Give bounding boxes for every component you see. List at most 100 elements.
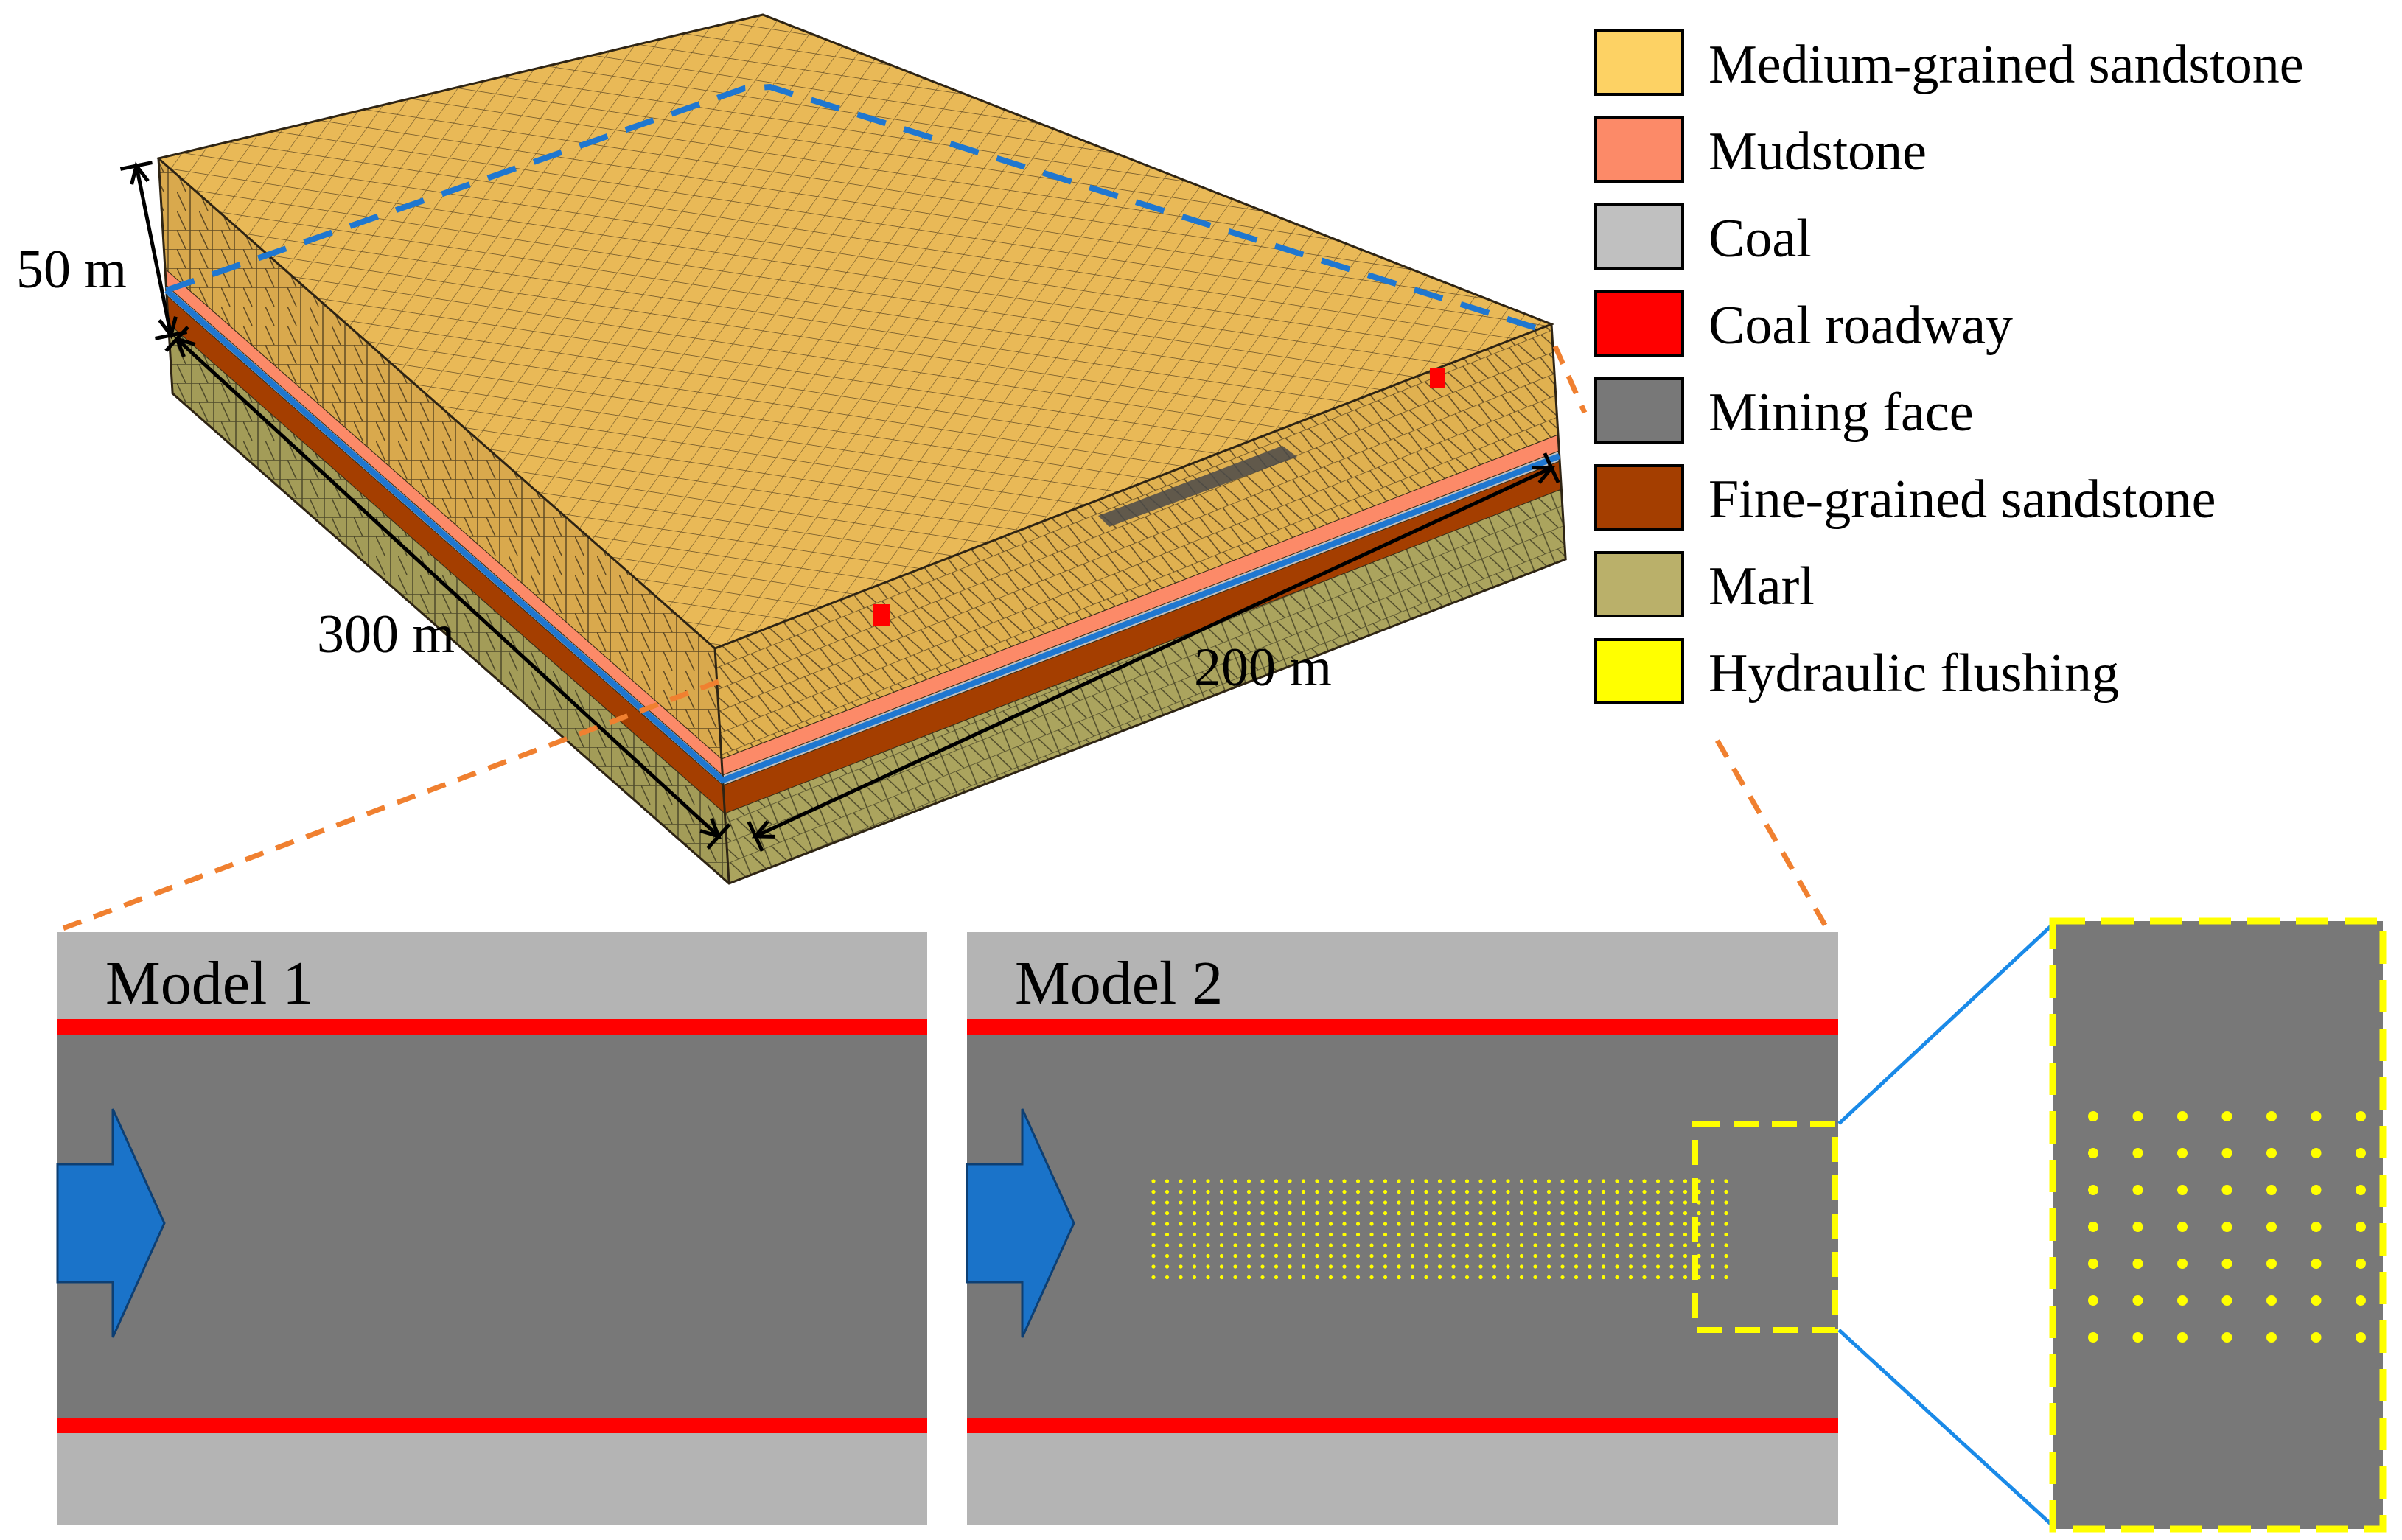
flushing-hole [1165,1200,1170,1205]
flushing-hole [1355,1179,1361,1183]
flushing-hole [1451,1275,1456,1280]
flushing-hole [1192,1275,1197,1280]
flushing-hole [1519,1179,1524,1183]
flushing-hole [1546,1243,1551,1247]
flushing-hole [1464,1253,1470,1259]
flushing-hole [1260,1275,1265,1280]
flushing-hole [1424,1200,1428,1205]
zoom-region-box [1692,1121,1838,1333]
flushing-hole [1274,1200,1279,1205]
flushing-hole [1601,1264,1606,1269]
flushing-hole [1260,1232,1265,1237]
flushing-hole [1615,1211,1619,1216]
flushing-hole [1628,1253,1633,1259]
flushing-hole [1288,1189,1292,1194]
flushing-hole [1724,1211,1728,1216]
flushing-hole [1492,1200,1497,1205]
flushing-hole [1642,1232,1647,1237]
flushing-hole [1410,1232,1415,1237]
flushing-hole [1355,1211,1361,1216]
flushing-hole [1233,1179,1237,1183]
flushing-hole [2311,1222,2322,1232]
flushing-hole [2356,1222,2366,1232]
flushing-hole [1219,1222,1224,1226]
flushing-hole [1179,1179,1183,1183]
flushing-hole [1151,1232,1156,1237]
flushing-hole [1260,1222,1265,1226]
flushing-hole [1192,1189,1197,1194]
legend-label-6: Marl [1708,556,1815,617]
flushing-hole [1710,1243,1715,1247]
flushing-hole [1165,1264,1170,1269]
flushing-hole [1192,1211,1197,1216]
flushing-hole [1424,1189,1428,1194]
flushing-hole [1574,1179,1579,1183]
flushing-hole [2221,1222,2232,1232]
flushing-hole [2088,1259,2098,1269]
flushing-hole [1574,1264,1579,1269]
flushing-hole [1642,1253,1647,1259]
flushing-hole [1369,1264,1374,1269]
flushing-hole [1151,1264,1156,1269]
flushing-hole [1206,1222,1210,1226]
flushing-hole [2266,1332,2277,1343]
flushing-hole [1464,1211,1470,1216]
flushing-hole [1615,1253,1619,1259]
flushing-hole [1642,1189,1647,1194]
flushing-hole [1683,1211,1688,1216]
flushing-hole [1464,1179,1470,1183]
flushing-hole [1192,1232,1197,1237]
flushing-hole [1179,1275,1183,1280]
flushing-hole [1233,1189,1237,1194]
flushing-hole [1179,1243,1183,1247]
flushing-hole [1179,1189,1183,1194]
flushing-hole [1369,1200,1374,1205]
flushing-hole [1192,1222,1197,1226]
flushing-hole [2356,1185,2366,1195]
flushing-hole [1260,1189,1265,1194]
flushing-hole [1533,1264,1537,1269]
flushing-hole [1628,1211,1633,1216]
flushing-hole [2266,1222,2277,1232]
flushing-hole [1546,1189,1551,1194]
legend-swatch-5 [1594,464,1684,531]
flushing-hole [1151,1189,1156,1194]
flushing-hole [1437,1211,1442,1216]
flushing-hole [1288,1253,1292,1259]
flushing-hole [1533,1232,1537,1237]
flushing-hole [1206,1232,1210,1237]
flushing-hole [1342,1179,1347,1183]
flushing-hole [1506,1264,1510,1269]
flushing-hole [1151,1243,1156,1247]
flushing-hole [1478,1200,1483,1205]
flushing-hole [1260,1264,1265,1269]
flushing-hole [1328,1275,1333,1280]
flushing-hole [1492,1222,1497,1226]
flushing-hole [1328,1264,1333,1269]
flushing-hole [1724,1275,1728,1280]
flushing-hole [1642,1275,1647,1280]
flushing-hole [1410,1264,1415,1269]
flushing-hole [1165,1275,1170,1280]
flushing-hole [1588,1264,1592,1269]
flushing-hole [1274,1179,1279,1183]
flushing-hole [1165,1222,1170,1226]
flushing-hole [1315,1243,1319,1247]
flushing-hole [1710,1200,1715,1205]
flushing-hole [1246,1275,1251,1280]
flushing-hole [1478,1179,1483,1183]
flushing-hole [1683,1253,1688,1259]
flushing-hole [1506,1275,1510,1280]
flushing-hole [1655,1275,1661,1280]
flushing-hole [1628,1232,1633,1237]
flushing-hole [1628,1189,1633,1194]
flushing-hole [1533,1243,1537,1247]
flushing-hole [1260,1243,1265,1247]
zoom-line-top [1837,920,2058,1125]
flushing-hole [1369,1232,1374,1237]
flushing-hole [1519,1222,1524,1226]
flushing-hole [1233,1243,1237,1247]
flushing-hole [1560,1232,1565,1237]
flushing-hole [1165,1243,1170,1247]
flushing-hole [2177,1295,2188,1306]
